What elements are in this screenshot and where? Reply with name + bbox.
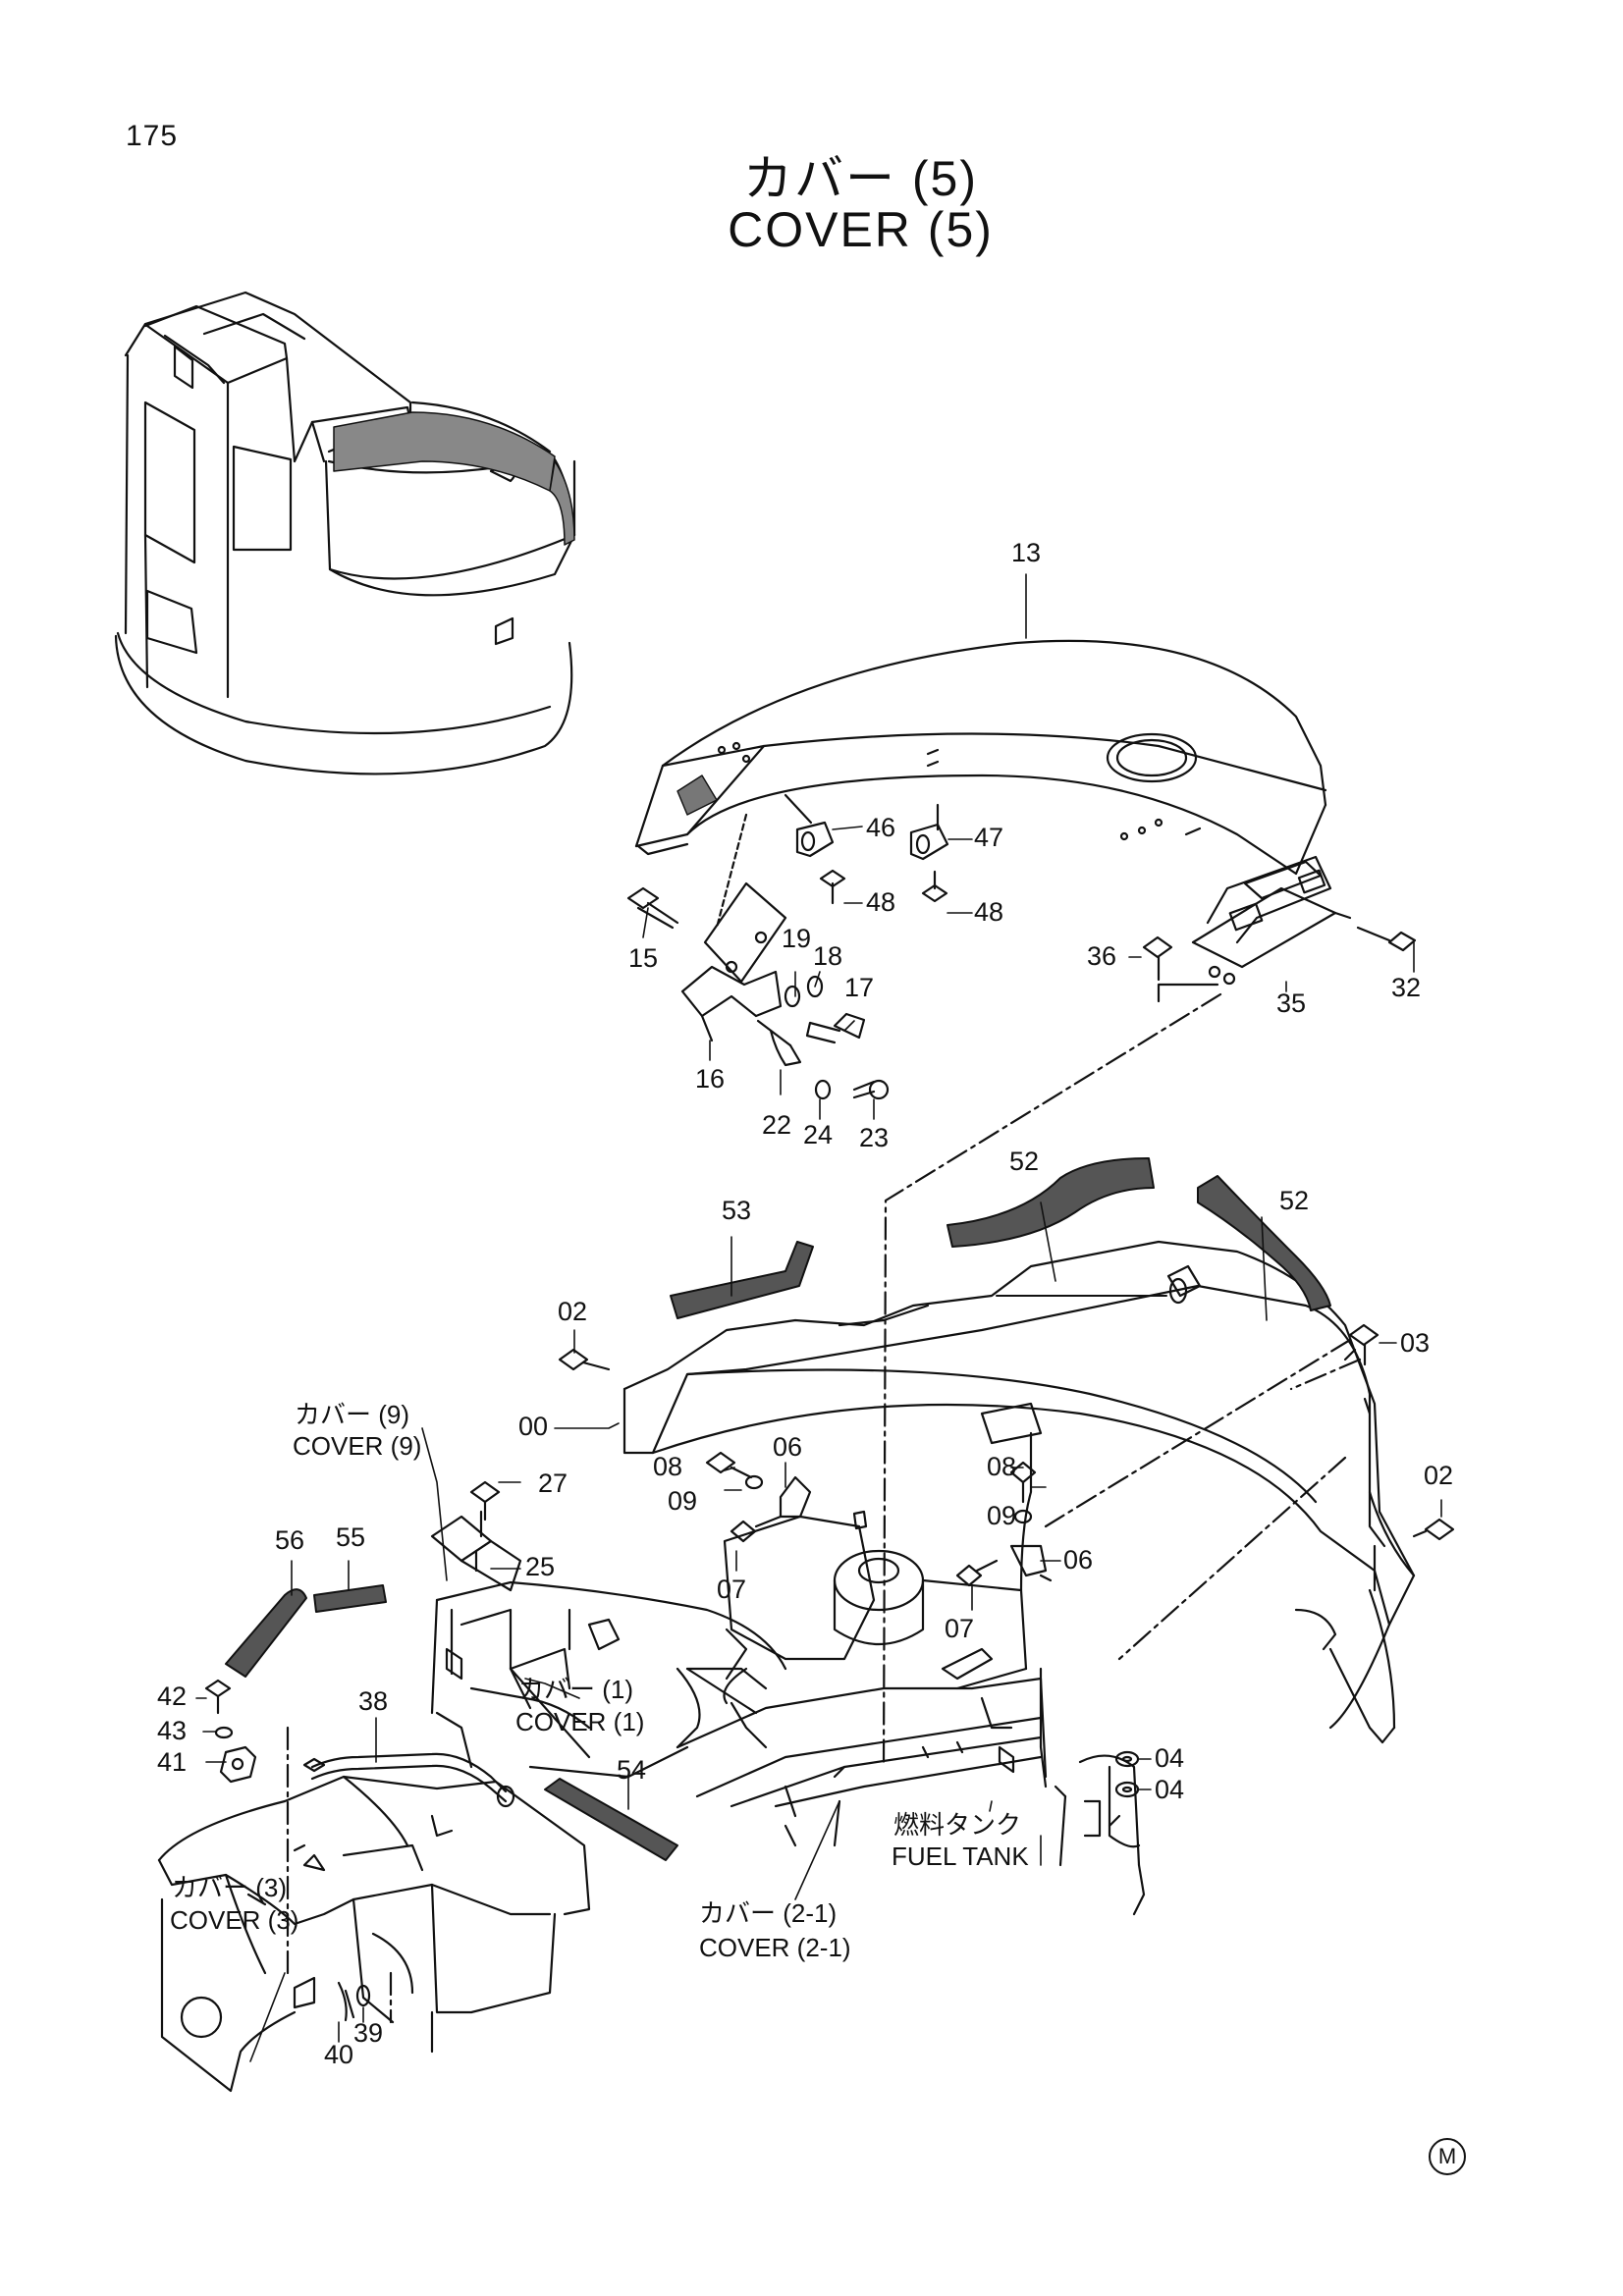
part-label: 09 [987,1501,1016,1530]
part-label: 46 [866,813,895,842]
part-label: 42 [157,1682,187,1711]
part-label: 56 [275,1525,304,1555]
part-label: 40 [324,2040,353,2069]
part-label: 48 [866,887,895,917]
part-label: 52 [1279,1186,1309,1215]
callout-cover-9-en: COVER (9) [293,1431,421,1461]
part-label: 08 [987,1452,1016,1481]
hinge-assembly-16 [680,813,802,1067]
bracket-46 [784,793,835,858]
part-label: 36 [1087,941,1116,971]
bracket-47 [909,803,949,861]
part-label: 16 [695,1064,725,1094]
rear-cover-00 [622,1240,1416,1744]
part-label: 06 [773,1432,802,1462]
right-lower-guard [1078,1754,1146,1916]
part-label: 15 [628,943,658,973]
washers-04 [1114,1750,1140,1798]
callout-cover-2-1-jp: カバー (2-1) [699,1898,837,1928]
part-number-labels: 13 46 47 48 48 15 19 18 17 36 32 35 16 2… [157,538,1453,2069]
cover-2-1-frame [676,1667,1067,1867]
part-label: 03 [1400,1328,1430,1358]
fasteners [626,869,1417,1100]
seal-54 [544,1778,678,1861]
callout-cover-1-en: COVER (1) [515,1707,644,1736]
part-label: 53 [722,1196,751,1225]
part-label: 22 [762,1110,791,1140]
part-label: 13 [1011,538,1041,567]
seals-55-56 [225,1584,387,1678]
callout-labels: カバー (9) COVER (9) カバー (1) COVER (1) カバー … [170,1400,1029,1962]
top-cover-illustration [634,639,1327,876]
part-label: 24 [803,1120,833,1149]
fuel-tank-illustration [685,1431,1053,1705]
cover-3-illustration [157,1775,591,2093]
page-number: 175 [126,120,179,152]
part-label: 27 [538,1468,568,1498]
callout-cover-1-jp: カバー (1) [518,1675,633,1704]
page-title-english: COVER (5) [728,202,994,257]
callout-fuel-tank-jp: 燃料タンク [893,1810,1021,1840]
part-label: 43 [157,1716,187,1745]
part-label: 06 [1063,1545,1093,1575]
hinge-bracket-35 [1157,855,1352,1003]
callout-fuel-tank-en: FUEL TANK [892,1842,1029,1871]
part-label: 38 [358,1686,388,1716]
part-label: 32 [1391,973,1421,1002]
part-label: 55 [336,1522,365,1552]
part-label: 07 [717,1575,746,1604]
part-label: 02 [1424,1461,1453,1490]
part-label: 19 [782,924,811,953]
callout-cover-9-jp: カバー (9) [295,1400,409,1429]
part-label: 47 [974,823,1003,852]
revision-mark-symbol: M [1429,2138,1466,2175]
part-label: 18 [813,941,842,971]
page-title-japanese: カバー (5) [743,151,978,206]
part-label: 07 [945,1614,974,1643]
part-label: 41 [157,1747,187,1777]
part-label: 08 [653,1452,682,1481]
part-label: 39 [353,2018,383,2048]
part-label: 04 [1155,1775,1184,1804]
part-label: 23 [859,1123,889,1152]
part-label: 48 [974,897,1003,927]
small-fasteners-41-42-43 [204,1679,257,1784]
left-frame-illustration [430,1510,787,1779]
seal-strips [670,1157,1331,1319]
part-label: 52 [1009,1147,1039,1176]
rod-38 [302,1752,515,1808]
assembly-guide-lines [286,992,1362,2024]
part-label: 02 [558,1297,587,1326]
part-label: 17 [844,973,874,1002]
part-label: 25 [525,1552,555,1581]
part-label: 35 [1276,988,1306,1018]
fasteners-06-07-08-09 [469,1323,1455,1587]
part-label: 00 [518,1412,548,1441]
excavator-overview-illustration [114,291,576,775]
part-label: 04 [1155,1743,1184,1773]
pin-39-40 [337,1981,371,2022]
callout-cover-3-en: COVER (3) [170,1905,298,1935]
callout-cover-3-jp: カバー (3) [172,1873,287,1902]
part-label: 54 [617,1755,646,1785]
callout-cover-2-1-en: COVER (2-1) [699,1933,851,1962]
part-label: 09 [668,1486,697,1516]
leader-lines [195,573,1442,2062]
